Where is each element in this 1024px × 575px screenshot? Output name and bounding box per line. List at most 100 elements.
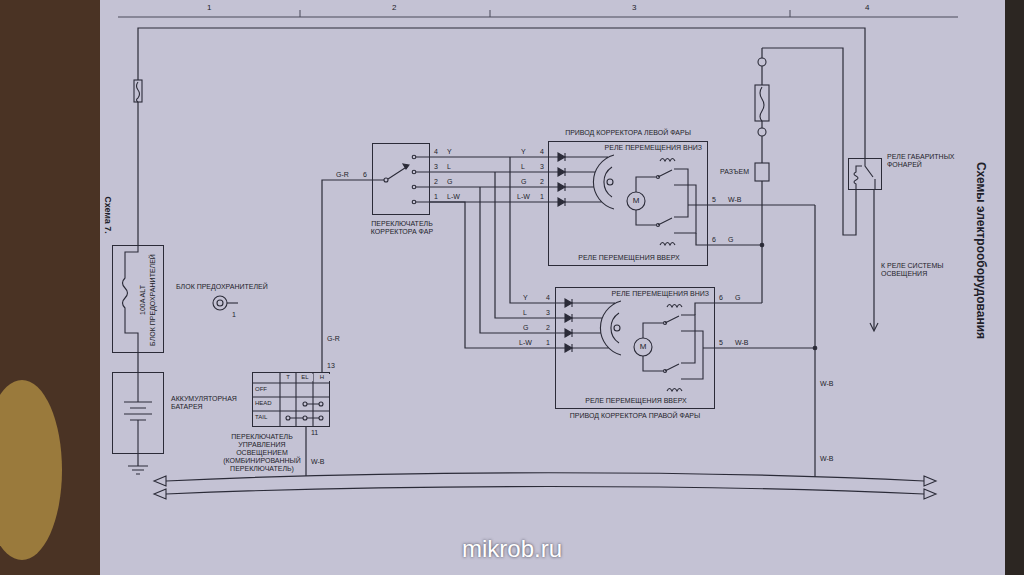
wire-color: W-B [727,196,742,204]
relay-label: РЕЛЕ ПЕРЕМЕЩЕНИЯ ВНИЗ [596,290,710,298]
pin-number: 2 [433,178,439,186]
pin-number: 3 [433,163,439,171]
relay-label: РЕЛЕ ПЕРЕМЕЩЕНИЯ ВВЕРХ [563,254,695,262]
wiring [166,473,924,494]
pin-number: 6 [711,236,717,244]
relay-label: РЕЛЕ ГАБАРИТНЫХ ФОНАРЕЙ [886,153,956,169]
component-symbols [124,372,152,474]
grid-column-number: 3 [631,3,637,12]
desk-object [0,380,62,560]
pin-number: 4 [545,294,551,302]
switch-label: ПЕРЕКЛЮЧАТЕЛЬ КОРРЕКТОРА ФАР [361,220,443,236]
pin-number: 2 [545,324,551,332]
component-symbols [303,416,307,420]
wire-connector [137,353,138,372]
component-symbols [154,476,936,499]
component-symbols [412,155,416,159]
component-symbols [760,87,764,121]
pin-number: 4 [539,148,545,156]
wire-color: G-R [326,335,341,343]
table-cell: HEAD [254,400,273,407]
grid-column-number: 2 [391,3,397,12]
pin-number: 11 [310,429,319,437]
pin-number: 2 [539,178,545,186]
pin-number: 3 [539,163,545,171]
component-symbols [372,157,430,202]
component-symbols [758,58,766,66]
pin-number: 1 [545,339,551,347]
pin-number: 6 [362,171,368,179]
pin-number: 3 [545,309,551,317]
component-symbols [227,302,238,303]
component-symbols [760,243,764,247]
wire-color: L [522,309,528,317]
component-symbols [123,58,937,499]
wire-color: L [520,163,526,171]
component-symbols [854,158,875,190]
right-actuator: РЕЛЕ ПЕРЕМЕЩЕНИЯ ВНИЗ РЕЛЕ ПЕРЕМЕЩЕНИЯ ВВ… [555,287,715,409]
component-symbols [217,300,223,306]
component-symbols [755,163,769,181]
connector-label: РАЗЪЕМ [719,168,750,176]
table-cell: EL [297,374,313,381]
component-symbols [758,128,766,136]
pin-number: 6 [718,294,724,302]
table-cell: OFF [254,386,268,393]
relay-label: РЕЛЕ ПЕРЕМЕЩЕНИЯ ВВЕРХ [570,397,702,405]
component-symbols [403,164,409,169]
left-actuator: ПРИВОД КОРРЕКТОРА ЛЕВОЙ ФАРЫРЕЛЕ ПЕРЕМЕЩ… [548,141,708,266]
component-symbols [319,416,323,420]
wiring [137,454,138,466]
battery: АККУМУЛЯТОРНАЯ БАТАРЕЯ [112,372,164,454]
component-symbols [755,85,769,121]
wiring [430,157,555,333]
battery-label: АККУМУЛЯТОРНАЯ БАТАРЕЯ [170,395,248,411]
destination-note: К РЕЛЕ СИСТЕМЫ ОСВЕЩЕНИЯ [880,262,952,278]
table-cell: TAIL [254,414,268,421]
pin-number: 1 [539,193,545,201]
wire-color: Y [522,294,529,302]
table-cell: H [314,374,330,381]
wiring [762,48,856,235]
wire-color: W-B [819,380,834,388]
component-symbols [213,296,227,310]
wire-color: Y [520,148,527,156]
component-symbols [286,416,290,420]
wiring [873,190,874,330]
component-symbols [813,346,817,350]
watermark: mikrob.ru [442,536,582,561]
wire-color: L-W [518,339,533,347]
component-symbols [548,153,696,245]
component-symbols [252,372,330,427]
book-page [100,0,1005,575]
switch-label: ПЕРЕКЛЮЧАТЕЛЬ УПРАВЛЕНИЯ ОСВЕЩЕНИЕМ (КОМ… [222,433,302,473]
relay: РЕЛЕ ГАБАРИТНЫХ ФОНАРЕЙ [848,158,882,190]
pin-number: 1 [433,193,439,201]
actuator-title: ПРИВОД КОРРЕКТОРА ПРАВОЙ ФАРЫ [556,412,714,420]
pin-number: 1 [231,311,237,319]
fuse-block-label: БЛОК ПРЕДОХРАНИТЕЛЕЙ [175,283,269,291]
page-title: Схемы электрооборудования [974,135,987,365]
pin-number: 4 [433,148,439,156]
wire-color: G [727,236,734,244]
component-symbols [303,402,307,406]
wire-color: G [734,294,741,302]
page-frame [118,10,958,17]
wire-color: G [520,178,527,186]
table-cell: T [281,374,295,381]
wire-color: Y [446,148,453,156]
wire-color: W-B [734,339,749,347]
component-symbols [319,402,323,406]
wiring [762,181,815,477]
scheme-number: Схема 7. [103,185,113,245]
wire-color: W-B [819,455,834,463]
motor-symbol-label: M [637,342,649,351]
wire-color: L-W [446,193,461,201]
fuse-block-label: БЛОК ПРЕДОХРАНИТЕЛЕЙ [149,248,157,352]
pin-number: 13 [326,362,336,370]
wire-color: G [522,324,529,332]
wiring [138,28,865,245]
pin-number: 5 [711,196,717,204]
component-symbols [870,323,878,331]
wiring [305,427,306,476]
